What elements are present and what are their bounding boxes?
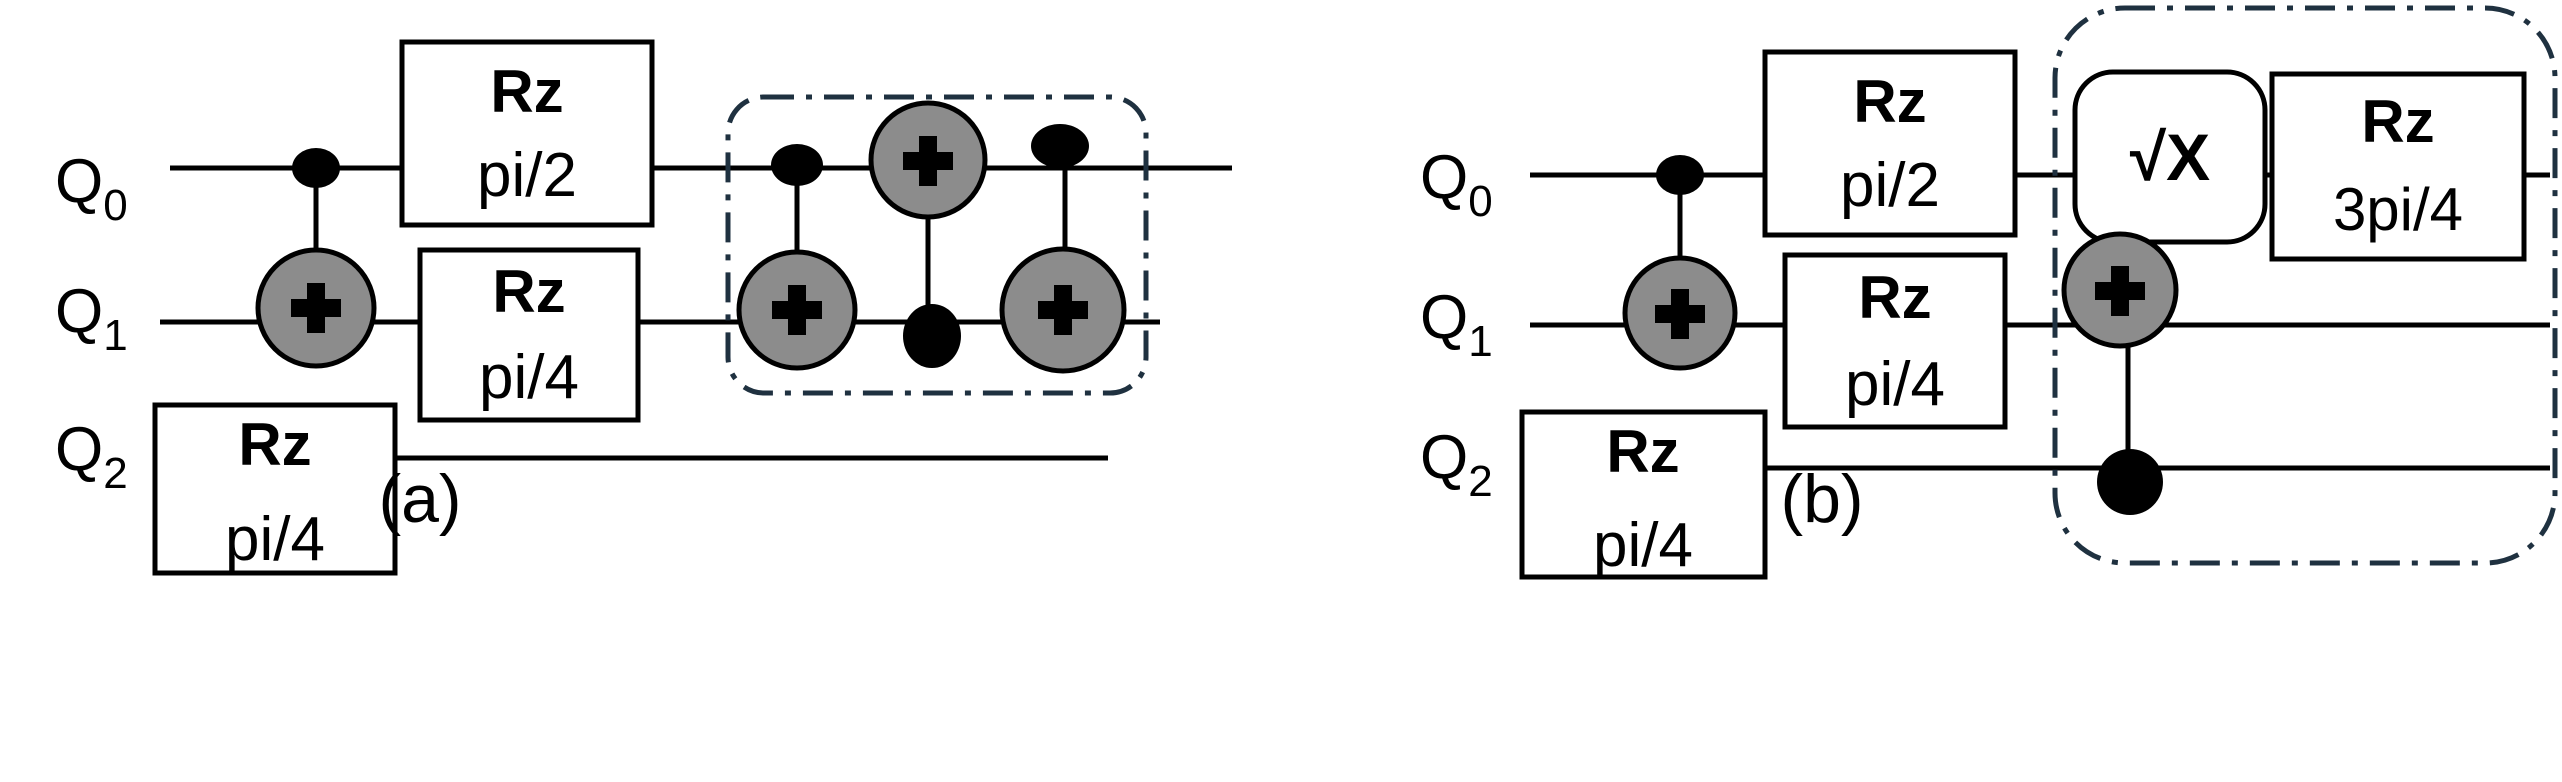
gate-param: pi/4 — [1845, 350, 1945, 419]
control-dot — [903, 304, 961, 368]
panel-b-cnot-1 — [1622, 155, 1738, 371]
panel-b-highlight-box — [2052, 5, 2558, 566]
control-dot — [1656, 155, 1704, 195]
panel-b-rz-3pi4-gate: Rz 3pi/4 — [2269, 71, 2527, 262]
panel-a-rz-q0-gate: Rz pi/2 — [399, 39, 655, 228]
gate-param: pi/2 — [1840, 151, 1940, 220]
panel-b: Q0 Q1 Q2 Rz pi/2 Rz pi/4 Rz pi/4 — [1420, 5, 2558, 580]
gate-name: Rz — [2361, 88, 2434, 155]
panel-a-label-q0: Q0 — [55, 147, 128, 230]
gate-name: Rz — [490, 58, 563, 125]
gate-param: pi/4 — [225, 505, 325, 574]
caption-b: (b) — [1780, 461, 1863, 537]
gate-param: 3pi/4 — [2333, 176, 2463, 243]
panel-a-cnot-1 — [255, 148, 377, 369]
panel-b-rz-q2-gate: Rz pi/4 — [1519, 409, 1768, 580]
gate-name: Rz — [1853, 68, 1926, 135]
panel-b-rz-q0-gate: Rz pi/2 — [1762, 49, 2018, 238]
panel-a-rz-q1-gate: Rz pi/4 — [417, 247, 641, 423]
gate-param: pi/4 — [1593, 511, 1693, 580]
panel-a-cnot-4 — [999, 124, 1127, 374]
gate-name: √X — [2130, 120, 2210, 194]
panel-a-cnot-2 — [736, 144, 858, 371]
panel-b-rz-q1-gate: Rz pi/4 — [1782, 252, 2008, 430]
gate-name: Rz — [1606, 418, 1679, 485]
panel-b-label-q2: Q2 — [1420, 423, 1493, 506]
panel-a-rz-q2-gate: Rz pi/4 — [152, 402, 398, 576]
gate-param: pi/4 — [479, 343, 579, 412]
panel-a-label-q1: Q1 — [55, 277, 128, 360]
panel-b-sx-gate: √X — [2072, 69, 2268, 245]
panel-a-label-q2: Q2 — [55, 415, 128, 498]
panel-b-label-q0: Q0 — [1420, 143, 1493, 226]
control-dot — [2097, 449, 2163, 515]
gate-param: pi/2 — [477, 141, 577, 210]
gate-name: Rz — [492, 258, 565, 325]
panel-a: Q0 Q1 Q2 Rz pi/2 Rz pi/4 Rz pi/4 — [55, 39, 1232, 576]
panel-b-cnot-2 — [2061, 231, 2179, 515]
panel-a-highlight-box — [725, 94, 1149, 396]
gate-name: Rz — [1858, 264, 1931, 331]
caption-a: (a) — [378, 461, 461, 537]
control-dot — [771, 144, 823, 186]
control-dot — [292, 148, 340, 188]
control-dot — [1031, 124, 1089, 168]
panel-b-label-q1: Q1 — [1420, 283, 1493, 366]
panel-a-cnot-3 — [868, 100, 988, 368]
gate-name: Rz — [238, 411, 311, 478]
